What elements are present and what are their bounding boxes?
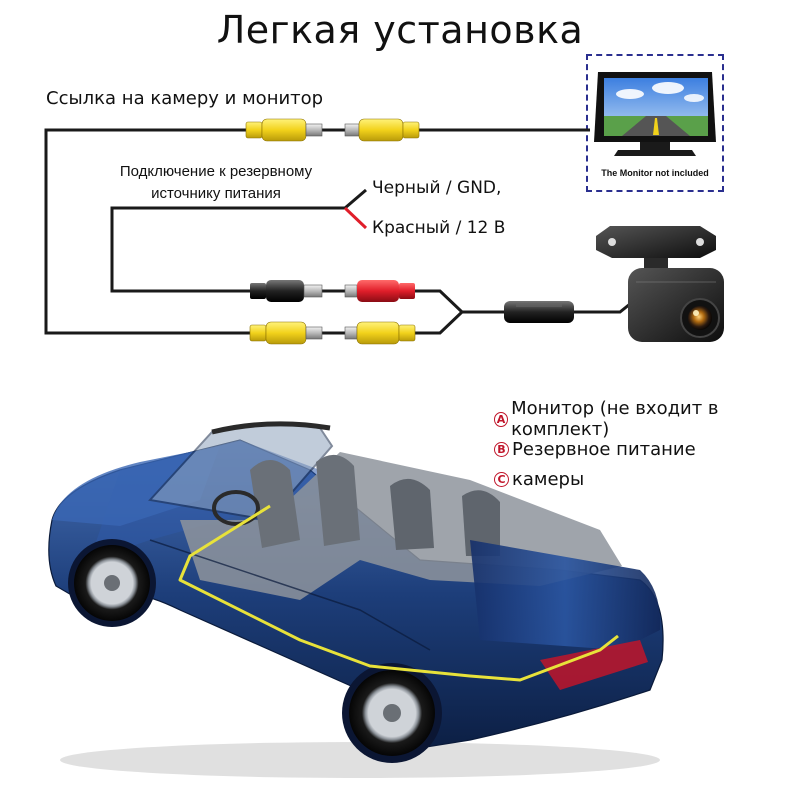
- legend-text-camera: камеры: [512, 468, 585, 490]
- legend-item-monitor: A Монитор (не входит в комплект): [494, 398, 800, 440]
- power-label-line1: Подключение к резервному: [119, 163, 313, 180]
- cable-route-line: [178, 504, 619, 682]
- rca-connector-top-female: [344, 118, 420, 142]
- red-wire-label: Красный / 12 В: [372, 218, 506, 238]
- page-title: Легкая установка: [216, 8, 584, 52]
- rca-connector-black: [250, 280, 323, 302]
- red-12v-wire: [343, 206, 368, 230]
- video-link-wire: [44, 128, 250, 335]
- legend-text-monitor: Монитор (не входит в комплект): [511, 398, 719, 440]
- legend-item-power: B Резервное питание: [494, 434, 800, 464]
- rca-connector-top-male: [245, 118, 323, 142]
- monitor-icon: [594, 72, 716, 156]
- legend-badge-b: B: [494, 441, 509, 457]
- legend-badge-c: C: [494, 471, 509, 487]
- legend-badge-a: A: [494, 411, 509, 427]
- wire-network: [44, 128, 641, 335]
- video-link-label: Ссылка на камеру и монитор: [46, 88, 324, 109]
- rca-connector-bottom-female: [344, 321, 416, 345]
- legend: A Монитор (не входит в комплект) B Резер…: [494, 398, 800, 494]
- cable-module: [504, 301, 574, 323]
- legend-text-power: Резервное питание: [512, 438, 696, 460]
- rca-connector-red: [344, 280, 415, 302]
- rca-connector-bottom-male: [249, 321, 323, 345]
- black-gnd-wire: [344, 188, 367, 210]
- camera-icon: [596, 226, 724, 342]
- power-connection-label: Подключение к резервному источнику питан…: [96, 161, 336, 205]
- legend-item-camera: C камеры: [494, 464, 800, 494]
- car-illustration: [48, 421, 664, 778]
- monitor-caption: The Monitor not included: [601, 168, 709, 178]
- power-label-line2: источнику питания: [151, 185, 281, 202]
- power-feed-wire: [110, 206, 345, 293]
- black-wire-label: Черный / GND,: [372, 178, 502, 198]
